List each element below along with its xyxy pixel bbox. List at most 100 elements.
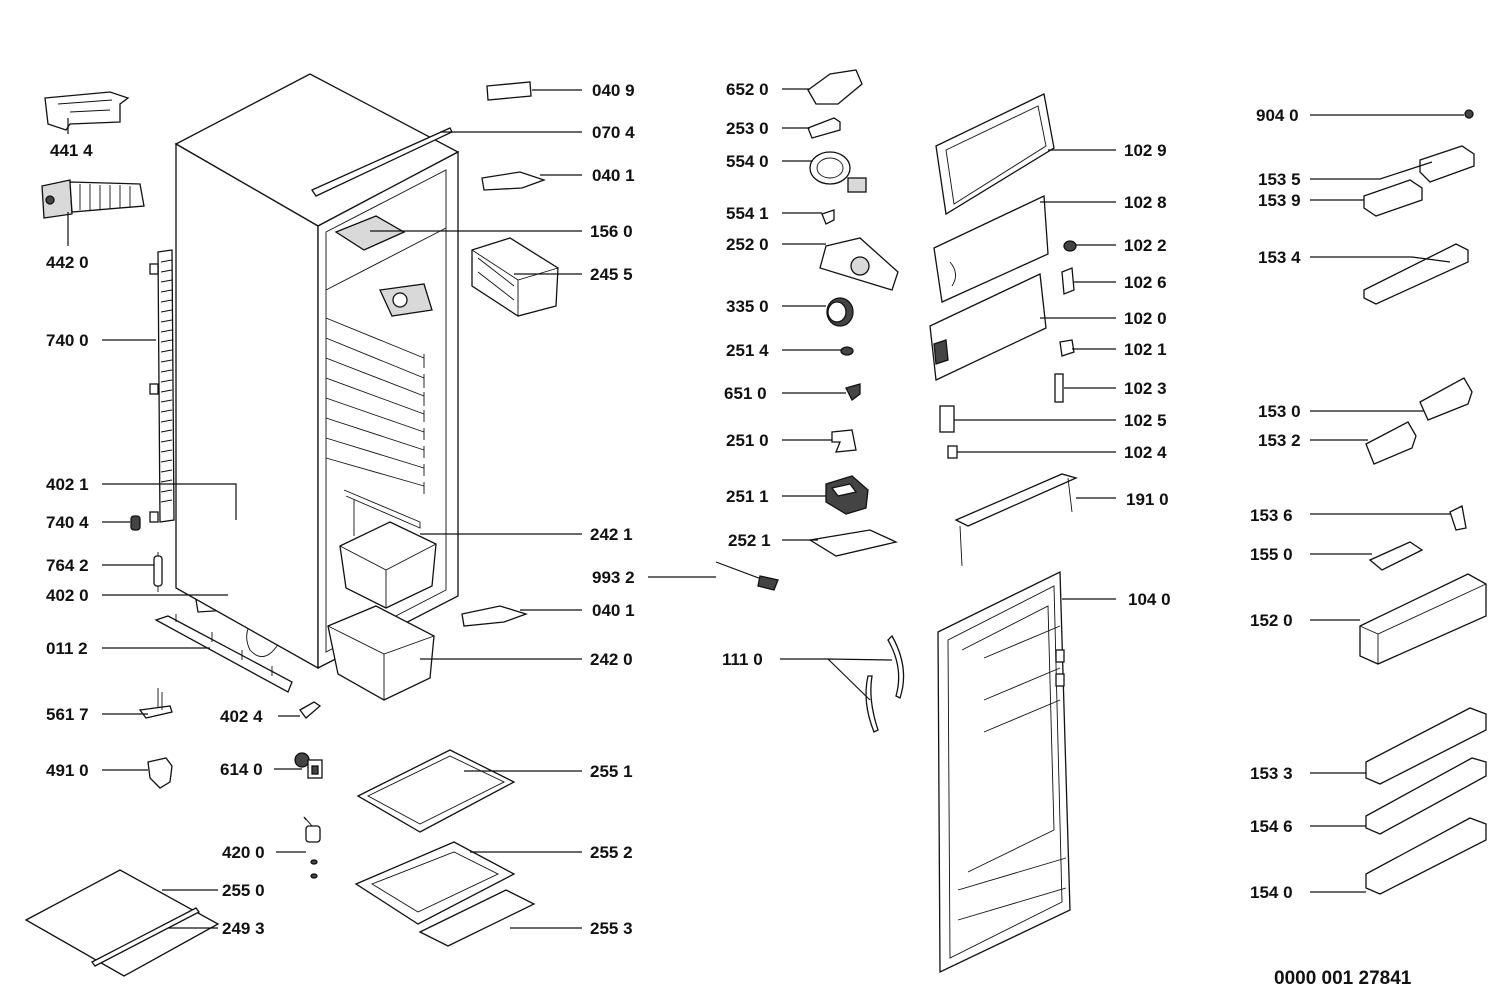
leader-lines — [67, 88, 1464, 929]
part-102-2 — [1063, 240, 1077, 252]
part-153-4 — [1363, 243, 1469, 305]
label-255-2: 255 2 — [590, 843, 633, 862]
label-153-4: 153 4 — [1258, 248, 1301, 267]
label-102-8: 102 8 — [1124, 193, 1167, 212]
label-245-5: 245 5 — [590, 265, 633, 284]
part-crisper-lower — [327, 605, 435, 701]
label-249-3: 249 3 — [222, 919, 265, 938]
part-040-9 — [486, 81, 532, 101]
label-040-1-upper: 040 1 — [592, 166, 635, 185]
label-102-4: 102 4 — [1124, 443, 1167, 462]
label-441-4: 441 4 — [50, 141, 93, 160]
label-255-1: 255 1 — [590, 762, 633, 781]
label-402-1: 402 1 — [46, 475, 89, 494]
label-153-9: 153 9 — [1258, 191, 1301, 210]
label-040-9: 040 9 — [592, 81, 635, 100]
part-402-4 — [299, 701, 322, 719]
label-102-1: 102 1 — [1124, 340, 1167, 359]
part-993-2 — [715, 561, 779, 591]
label-102-2: 102 2 — [1124, 236, 1167, 255]
part-252-0 — [819, 237, 899, 291]
label-740-4: 740 4 — [46, 513, 89, 532]
part-420-0 — [303, 816, 321, 879]
label-402-0: 402 0 — [46, 586, 89, 605]
part-152-0 — [1359, 573, 1487, 665]
label-335-0: 335 0 — [726, 297, 769, 316]
label-242-0: 242 0 — [590, 650, 633, 669]
label-491-0: 491 0 — [46, 761, 89, 780]
part-fan-cover — [44, 91, 130, 131]
part-102-8 — [933, 195, 1049, 303]
label-102-6: 102 6 — [1124, 273, 1167, 292]
part-154-6 — [1365, 757, 1487, 835]
part-252-1 — [808, 529, 898, 557]
part-251-1 — [825, 475, 869, 515]
part-door-handle — [865, 634, 905, 733]
label-155-0: 155 0 — [1250, 545, 1293, 564]
part-251-0 — [831, 429, 857, 453]
part-155-0 — [1368, 541, 1424, 571]
part-strip — [91, 907, 200, 967]
part-102-0 — [929, 273, 1047, 381]
label-102-9: 102 9 — [1124, 141, 1167, 160]
label-154-0: 154 0 — [1250, 883, 1293, 902]
label-153-3: 153 3 — [1250, 764, 1293, 783]
part-102-6 — [1061, 267, 1075, 295]
label-651-0: 651 0 — [724, 384, 767, 403]
label-153-2: 153 2 — [1258, 431, 1301, 450]
part-grommet — [130, 515, 141, 531]
label-740-0: 740 0 — [46, 331, 89, 350]
part-335-0 — [826, 297, 854, 327]
part-255-3 — [418, 889, 536, 947]
label-614-0: 614 0 — [220, 760, 263, 779]
part-base-rail — [154, 614, 293, 693]
part-491-0 — [147, 757, 173, 789]
part-253-0 — [807, 117, 841, 139]
part-102-5 — [939, 405, 955, 433]
part-154-0 — [1365, 817, 1487, 895]
label-251-0: 251 0 — [726, 431, 769, 450]
label-255-0: 255 0 — [222, 881, 265, 900]
label-070-4: 070 4 — [592, 123, 635, 142]
part-cabinet — [174, 73, 460, 670]
part-040-1-upper — [481, 171, 546, 191]
part-glass-plate — [24, 869, 220, 977]
part-561-7 — [138, 688, 173, 719]
label-252-1: 252 1 — [728, 531, 771, 550]
label-652-0: 652 0 — [726, 80, 769, 99]
label-253-0: 253 0 — [726, 119, 769, 138]
label-554-1: 554 1 — [726, 204, 769, 223]
label-011-2: 011 2 — [46, 639, 88, 658]
part-shelf-glass — [356, 749, 516, 833]
part-153-5 — [1419, 145, 1475, 183]
part-condenser — [149, 249, 175, 523]
part-904-0 — [1464, 109, 1474, 119]
label-153-5: 153 5 — [1258, 170, 1301, 189]
part-102-1 — [1059, 339, 1075, 357]
label-153-6: 153 6 — [1250, 506, 1293, 525]
part-191-0 — [954, 473, 1078, 567]
label-153-0: 153 0 — [1258, 402, 1301, 421]
part-651-0 — [845, 383, 861, 401]
label-102-3: 102 3 — [1124, 379, 1167, 398]
part-drier — [153, 552, 163, 592]
label-420-0: 420 0 — [222, 843, 265, 862]
label-442-0: 442 0 — [46, 253, 89, 272]
label-554-0: 554 0 — [726, 152, 769, 171]
label-156-0: 156 0 — [590, 222, 633, 241]
part-153-2 — [1365, 421, 1417, 465]
part-102-9 — [935, 93, 1055, 216]
label-993-2: 993 2 — [592, 568, 635, 587]
label-251-4: 251 4 — [726, 341, 769, 360]
label-402-4: 402 4 — [220, 707, 263, 726]
part-fan-motor — [41, 179, 145, 219]
label-040-1-lower: 040 1 — [592, 601, 635, 620]
part-153-3 — [1365, 707, 1487, 785]
label-111-0: 111 0 — [722, 650, 763, 669]
label-255-3: 255 3 — [590, 919, 633, 938]
part-labels: 441 4 442 0 740 0 402 1 740 4 764 2 402 … — [46, 80, 1412, 989]
label-242-1: 242 1 — [590, 525, 633, 544]
label-904-0: 904 0 — [1256, 106, 1299, 125]
part-251-4 — [840, 346, 854, 356]
